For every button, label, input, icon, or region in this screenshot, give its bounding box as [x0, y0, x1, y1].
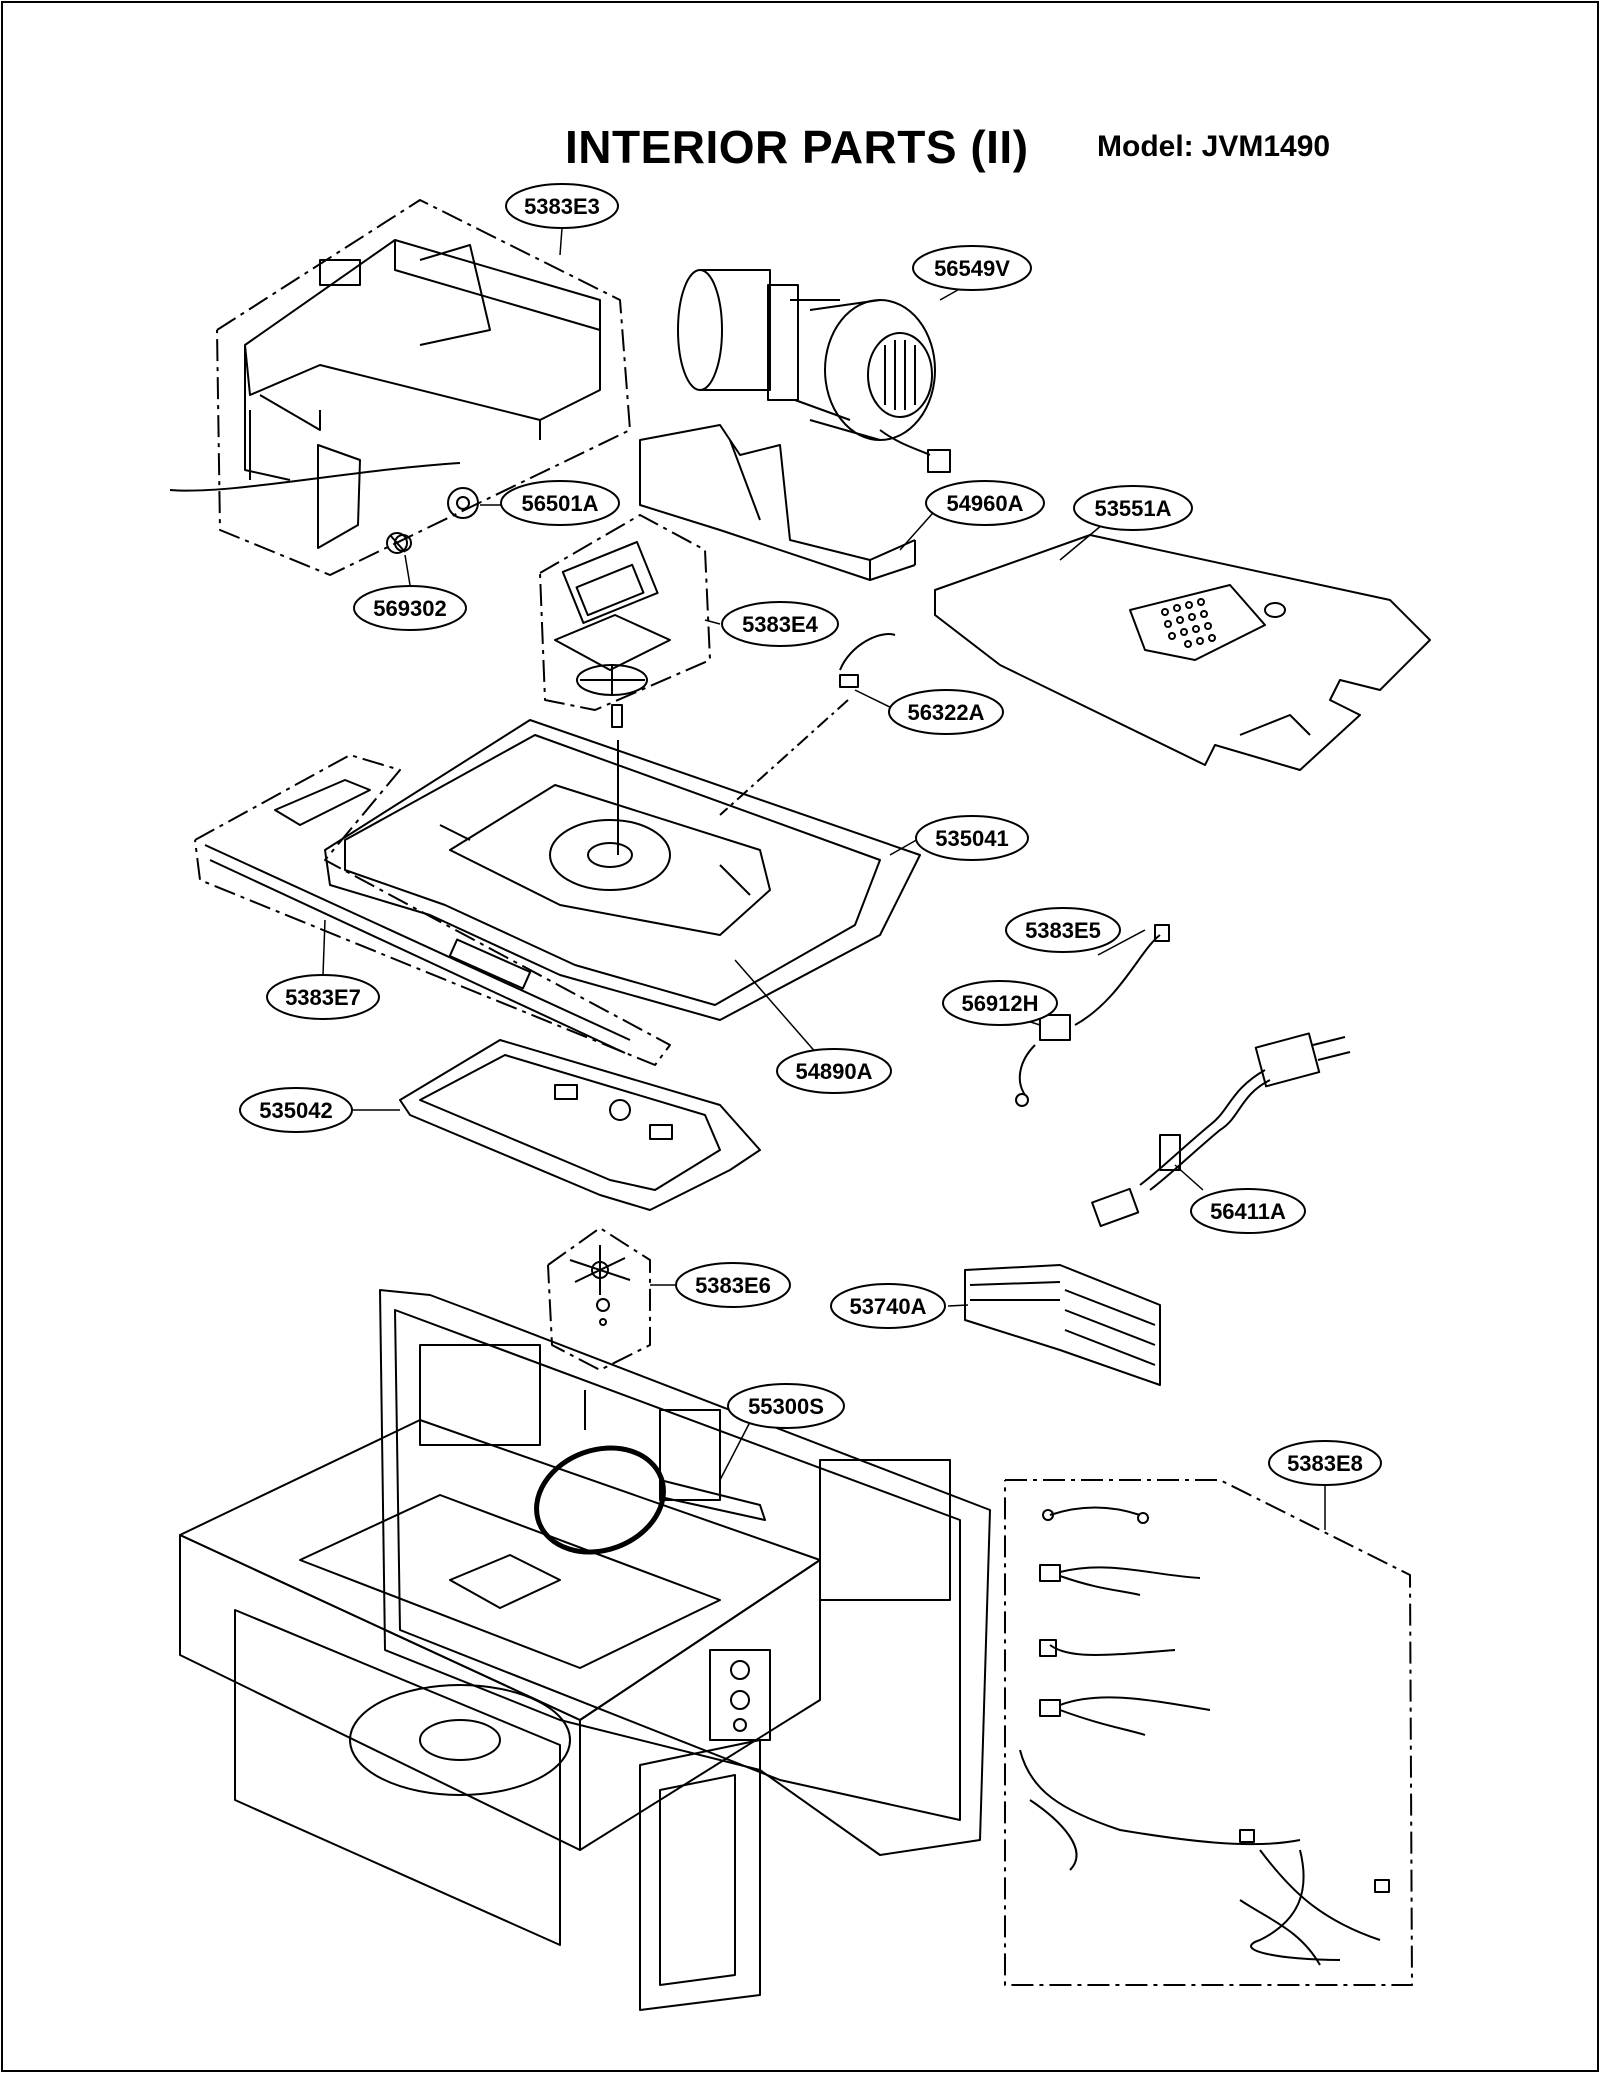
part-number-5383E3: 5383E3 — [524, 194, 600, 219]
part-number-535042: 535042 — [259, 1098, 332, 1123]
part-number-569302: 569302 — [373, 596, 446, 621]
part-label-56411A: 56411A — [1190, 1188, 1306, 1234]
part-label-5383E4: 5383E4 — [721, 601, 839, 647]
part-label-535042: 535042 — [239, 1087, 353, 1133]
wire-harness-group — [1004, 1479, 1413, 1986]
model-number: JVM1490 — [1201, 130, 1331, 163]
part-label-54960A: 54960A — [925, 480, 1045, 526]
part-label-5383E3: 5383E3 — [505, 183, 619, 229]
switch-harness — [1015, 924, 1170, 1107]
part-number-5383E8: 5383E8 — [1287, 1451, 1363, 1476]
part-label-5383E7: 5383E7 — [266, 974, 380, 1020]
model-label-text: Model: — [1097, 130, 1194, 163]
part-number-56501A: 56501A — [521, 491, 598, 516]
stirrer-group — [547, 1227, 651, 1371]
part-label-53740A: 53740A — [830, 1283, 946, 1329]
part-number-5383E7: 5383E7 — [285, 985, 361, 1010]
part-number-535041: 535041 — [935, 826, 1008, 851]
part-label-54890A: 54890A — [776, 1048, 892, 1094]
oven-cavity — [179, 1289, 991, 2011]
page-title: INTERIOR PARTS (II) — [565, 121, 1029, 173]
part-label-56549V: 56549V — [912, 245, 1032, 291]
part-label-569302: 569302 — [353, 585, 467, 631]
base-plate — [324, 719, 921, 1021]
part-label-5383E6: 5383E6 — [675, 1262, 791, 1308]
power-cord — [1091, 1032, 1351, 1228]
part-label-535041: 535041 — [915, 815, 1029, 861]
duct-housing-group — [169, 199, 631, 576]
part-number-53740A: 53740A — [849, 1294, 926, 1319]
part-label-5383E8: 5383E8 — [1268, 1440, 1382, 1486]
heater-group — [194, 754, 671, 1066]
part-number-56322A: 56322A — [907, 700, 984, 725]
part-label-5383E5: 5383E5 — [1005, 907, 1121, 953]
stirrer-motor-group — [539, 514, 711, 728]
part-number-55300S: 55300S — [748, 1394, 824, 1419]
blower-assembly — [677, 269, 951, 473]
part-number-56411A: 56411A — [1210, 1199, 1286, 1224]
part-number-53551A: 53551A — [1094, 496, 1171, 521]
part-number-54960A: 54960A — [946, 491, 1023, 516]
thermal-cutout — [386, 532, 408, 554]
sensor-probe — [719, 633, 896, 816]
model-label: Model:JVM1490 — [1097, 130, 1330, 164]
part-number-54890A: 54890A — [795, 1059, 872, 1084]
waveguide-cover — [399, 1039, 761, 1211]
part-label-56501A: 56501A — [500, 480, 620, 526]
part-number-5383E6: 5383E6 — [695, 1273, 771, 1298]
part-number-56912H: 56912H — [961, 991, 1038, 1016]
part-label-55300S: 55300S — [727, 1383, 845, 1429]
ring-element — [534, 1445, 766, 1555]
part-label-56322A: 56322A — [888, 689, 1004, 735]
part-number-56549V: 56549V — [934, 256, 1010, 281]
duct-bracket — [639, 424, 916, 581]
part-labels: 5383E3 56549V 56501A 54960A 53551A 56930… — [239, 183, 1382, 1486]
part-number-5383E4: 5383E4 — [742, 612, 819, 637]
part-label-56912H: 56912H — [942, 980, 1058, 1026]
cover-plate — [934, 534, 1431, 771]
grille — [964, 1264, 1161, 1386]
part-number-5383E5: 5383E5 — [1025, 918, 1101, 943]
part-label-53551A: 53551A — [1073, 485, 1193, 531]
vent-holes — [1161, 598, 1216, 648]
